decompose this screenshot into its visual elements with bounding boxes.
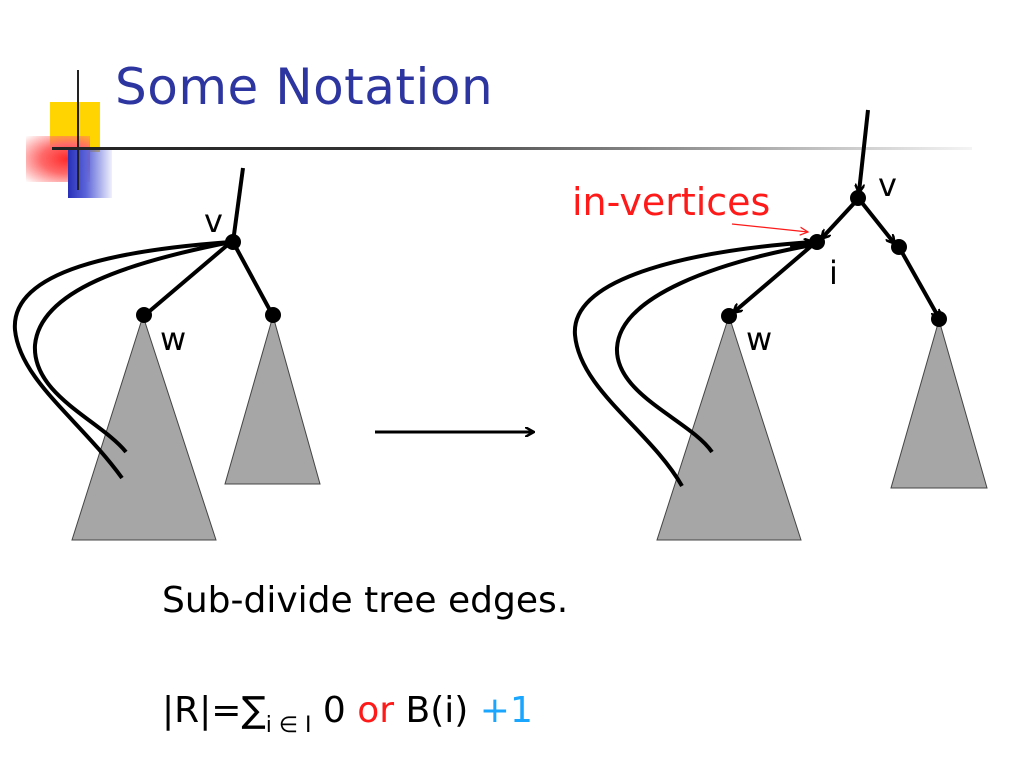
right-label-w: w (746, 320, 772, 358)
right-node-right (931, 311, 947, 327)
caption-text: Sub-divide tree edges. (162, 580, 569, 621)
right-back-arrow-1 (789, 242, 812, 246)
right-tree: v i w in-vertices (572, 109, 988, 541)
left-subtree-right (224, 314, 321, 485)
left-node-w (136, 307, 152, 323)
right-subtree-right (890, 318, 988, 489)
decor-vertical-line (77, 70, 79, 190)
in-vertices-label: in-vertices (572, 180, 770, 224)
decor-blue-square (68, 150, 112, 198)
right-node-w (721, 308, 737, 324)
left-label-w: w (160, 320, 186, 358)
right-incoming-edge (859, 109, 870, 192)
left-back-edge-1 (12, 240, 232, 480)
left-back-edge-2 (32, 240, 232, 454)
left-label-v: v (204, 202, 223, 240)
right-back-edge-2 (614, 243, 813, 454)
right-back-edge-1 (572, 240, 813, 487)
left-node-v (225, 234, 241, 250)
left-tree: v w (12, 167, 321, 541)
right-node-mid (891, 239, 907, 255)
title-underline (52, 147, 972, 150)
right-edge-v-i (822, 197, 860, 238)
formula: |R|=∑i ∈ I 0 or B(i) +1 (162, 690, 533, 738)
formula-plus-one: +1 (479, 690, 533, 731)
right-subtree-w (656, 314, 802, 541)
left-subtree-w (71, 314, 217, 541)
right-node-i (809, 234, 825, 250)
left-incoming-edge (231, 167, 245, 243)
right-edge-v-mid (857, 197, 894, 243)
right-edge-i-w (734, 240, 818, 312)
left-node-right (265, 307, 281, 323)
left-edge-v-right (231, 241, 274, 315)
formula-sum-symbol: ∑ (241, 690, 266, 731)
formula-prefix: |R|= (162, 690, 242, 731)
formula-subscript: i ∈ I (265, 713, 312, 738)
formula-b-term: B(i) (394, 690, 480, 731)
left-edge-v-w (143, 240, 233, 317)
slide-title: Some Notation (115, 58, 494, 116)
right-label-i: i (829, 254, 838, 292)
in-vertices-pointer (731, 223, 808, 232)
right-edge-mid-right (897, 246, 939, 318)
formula-zero-term: 0 (311, 690, 358, 731)
right-node-v (850, 190, 866, 206)
formula-or: or (357, 690, 395, 731)
right-label-v: v (878, 166, 897, 204)
